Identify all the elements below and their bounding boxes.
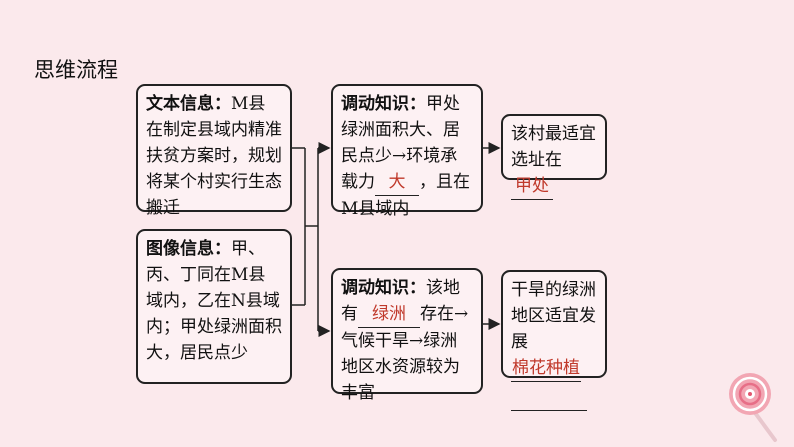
answer-blank-4: 棉花种植 [511, 355, 581, 382]
answer-blank-2: 绿洲 [358, 301, 420, 328]
answer-blank-1: 大 [375, 169, 419, 196]
conclusion-box-2: 干旱的绿洲地区适宜发展棉花种植 [501, 270, 607, 411]
conclusion-1-text: 该村最适宜选址在 [511, 124, 596, 170]
text-info-head: 文本信息： [146, 94, 231, 114]
conclusion-2-text: 干旱的绿洲地区适宜发展 [511, 280, 596, 352]
knowledge-box-1: 调动知识：甲处绿洲面积大、居民点少→环境承载力大，且在M县域内 [331, 84, 483, 219]
page-title: 思维流程 [34, 58, 118, 82]
answer-blank-3: 甲处 [511, 173, 553, 200]
knowledge-2-head: 调动知识： [341, 278, 426, 298]
text-info-body: M县在制定县域内精准扶贫方案时，规划将某个村实行生态搬迁 [146, 94, 282, 218]
answer-blank-5 [511, 384, 587, 411]
text-info-box: 文本信息：M县在制定县域内精准扶贫方案时，规划将某个村实行生态搬迁 [136, 84, 292, 218]
conclusion-box-1: 该村最适宜选址在甲处 [501, 114, 607, 200]
knowledge-1-tail: ，且在M县域内 [341, 172, 470, 219]
lollipop-icon [729, 373, 777, 442]
image-info-body: 甲、丙、丁同在M县域内，乙在N县域内；甲处绿洲面积大，居民点少 [146, 239, 282, 363]
knowledge-2-text: 该地有 [341, 278, 460, 324]
knowledge-1-head: 调动知识： [341, 94, 426, 114]
image-info-head: 图像信息： [146, 239, 231, 259]
knowledge-2-tail: 存在→气候干旱→绿洲地区水资源较为丰富 [341, 304, 469, 403]
knowledge-box-2: 调动知识：该地有绿洲存在→气候干旱→绿洲地区水资源较为丰富 [331, 268, 483, 403]
knowledge-1-text: 甲处绿洲面积大、居民点少→环境承载力 [341, 94, 460, 192]
image-info-box: 图像信息：甲、丙、丁同在M县域内，乙在N县域内；甲处绿洲面积大，居民点少 [136, 229, 292, 384]
